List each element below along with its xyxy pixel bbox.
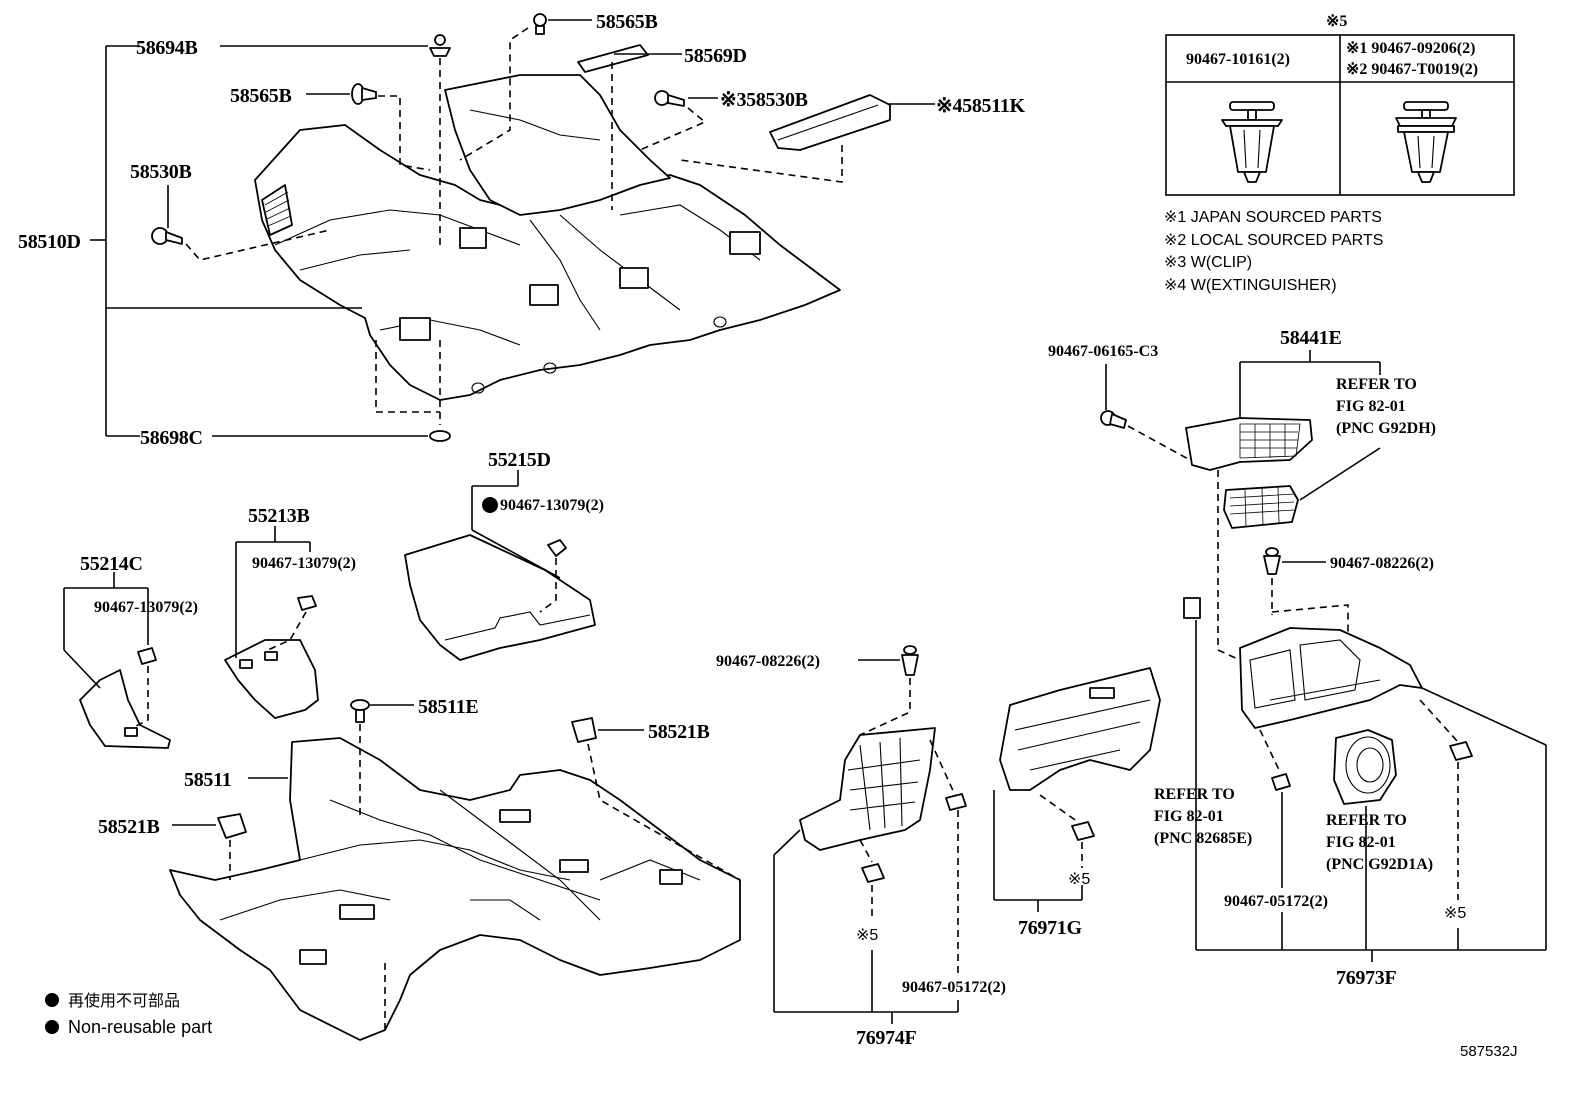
label-90467-05172-mid: 90467-05172(2) (902, 979, 1006, 996)
label-76973F: 76973F (1336, 967, 1397, 989)
clip-table-col2-line1: ※1 90467-09206(2) (1346, 40, 1475, 57)
clip-58521B-left (217, 813, 247, 839)
clip-90467-10161-icon (1221, 101, 1283, 183)
footnote-4: ※4 W(EXTINGUISHER) (1164, 277, 1337, 294)
label-refer-c-2: FIG 82-01 (1326, 834, 1396, 851)
label-refer-b-1: REFER TO (1154, 786, 1235, 803)
label-note5-right: ※5 (1444, 905, 1466, 922)
floor-carpet-front-assy (254, 74, 841, 401)
clip-58565B-top (533, 13, 547, 35)
label-58511K: ※458511K (936, 95, 1026, 117)
clip-76974F-note5 (861, 863, 885, 883)
label-refer-c-1: REFER TO (1326, 812, 1407, 829)
clip-90467-09206-icon (1395, 101, 1457, 183)
speaker-g92d1a (1333, 729, 1397, 805)
label-55215D: 55215D (488, 449, 551, 471)
label-90467-06165: 90467-06165-C3 (1048, 343, 1158, 360)
label-90467-08226-mid: 90467-08226(2) (716, 653, 820, 670)
clip-55214C (137, 647, 157, 665)
clip-58530B-left (151, 227, 183, 245)
footnote-1: ※1 JAPAN SOURCED PARTS (1164, 209, 1382, 226)
label-58521B-right: 58521B (648, 721, 710, 743)
label-refer-c-3: (PNC G92D1A) (1326, 856, 1433, 873)
label-refer-a-1: REFER TO (1336, 376, 1417, 393)
legend-dot-en (45, 1020, 59, 1034)
grille-g92dh (1223, 485, 1299, 529)
label-58511: 58511 (184, 769, 231, 791)
clip-90467-06165 (1100, 410, 1127, 429)
part-58511K-bracket (769, 94, 891, 151)
footnote-3: ※3 W(CLIP) (1164, 254, 1252, 271)
label-90467-08226-right: 90467-08226(2) (1330, 555, 1434, 572)
clip-58698C (429, 430, 451, 442)
label-55215D-clip: 90467-13079(2) (500, 497, 604, 514)
label-58569D: 58569D (684, 45, 747, 67)
legend-jp: 再使用不可部品 (68, 992, 180, 1010)
clip-58521B-right (571, 717, 597, 743)
trim-panel-76971G (999, 667, 1161, 791)
clip-table: ※5 90467-10161(2) ※1 90467-09206(2) ※2 9… (1165, 13, 1515, 196)
label-58521B-left: 58521B (98, 816, 160, 838)
label-76971G: 76971G (1018, 917, 1083, 939)
silencer-pad-55213B (224, 595, 319, 719)
label-refer-b-2: FIG 82-01 (1154, 808, 1224, 825)
clip-90467-05172-right (1271, 773, 1291, 791)
label-58441E: 58441E (1280, 327, 1342, 349)
label-55214C: 55214C (80, 553, 143, 575)
label-note5-971: ※5 (1068, 871, 1090, 888)
label-58698C: 58698C (140, 427, 203, 449)
label-58565B-top: 58565B (596, 11, 658, 33)
label-58530B-right: ※358530B (720, 89, 808, 111)
legend-dot-jp (45, 993, 59, 1007)
floor-carpet-rear (169, 737, 741, 1041)
clip-58511E (350, 699, 370, 723)
trim-panel-76973F (1183, 597, 1423, 729)
clip-58530B-right (654, 90, 685, 107)
label-55214C-clip: 90467-13079(2) (94, 599, 198, 616)
label-refer-a-2: FIG 82-01 (1336, 398, 1406, 415)
clip-90467-08226-mid (901, 645, 919, 676)
silencer-pad-55215D (404, 534, 596, 661)
label-note5-mid: ※5 (856, 927, 878, 944)
label-90467-05172-right: 90467-05172(2) (1224, 893, 1328, 910)
label-58510D: 58510D (18, 231, 81, 253)
trim-panel-76974F (799, 727, 936, 851)
part-58569D-strip (577, 44, 649, 73)
clip-55215D (547, 539, 567, 557)
label-55213B: 55213B (248, 505, 310, 527)
footnote-2: ※2 LOCAL SOURCED PARTS (1164, 232, 1383, 249)
clip-90467-08226-right (1263, 547, 1281, 575)
label-refer-a-3: (PNC G92DH) (1336, 420, 1436, 437)
diagram-id: 587532J (1460, 1043, 1518, 1060)
clip-55213B (297, 595, 317, 611)
label-76974F: 76974F (856, 1027, 917, 1049)
label-58565B-left: 58565B (230, 85, 292, 107)
label-58511E: 58511E (418, 696, 478, 718)
cover-58441E (1185, 417, 1313, 471)
mesh-pad (261, 184, 293, 236)
clip-table-col1: 90467-10161(2) (1186, 51, 1290, 68)
clip-table-col2-line2: ※2 90467-T0019(2) (1346, 61, 1478, 78)
label-58530B-left: 58530B (130, 161, 192, 183)
non-reusable-dot (482, 497, 498, 513)
clip-table-header: ※5 (1326, 13, 1347, 30)
label-58694B: 58694B (136, 37, 198, 59)
clip-76973F-note5 (1449, 741, 1473, 761)
silencer-pad-55214C (79, 647, 171, 749)
clip-58565B-left (351, 83, 377, 105)
label-refer-b-3: (PNC 82685E) (1154, 830, 1252, 847)
clip-76971G-note5 (1071, 821, 1095, 841)
clip-90467-05172-mid (945, 793, 967, 811)
clip-58694B (429, 34, 451, 57)
label-55213B-clip: 90467-13079(2) (252, 555, 356, 572)
legend-en: Non-reusable part (68, 1017, 212, 1037)
